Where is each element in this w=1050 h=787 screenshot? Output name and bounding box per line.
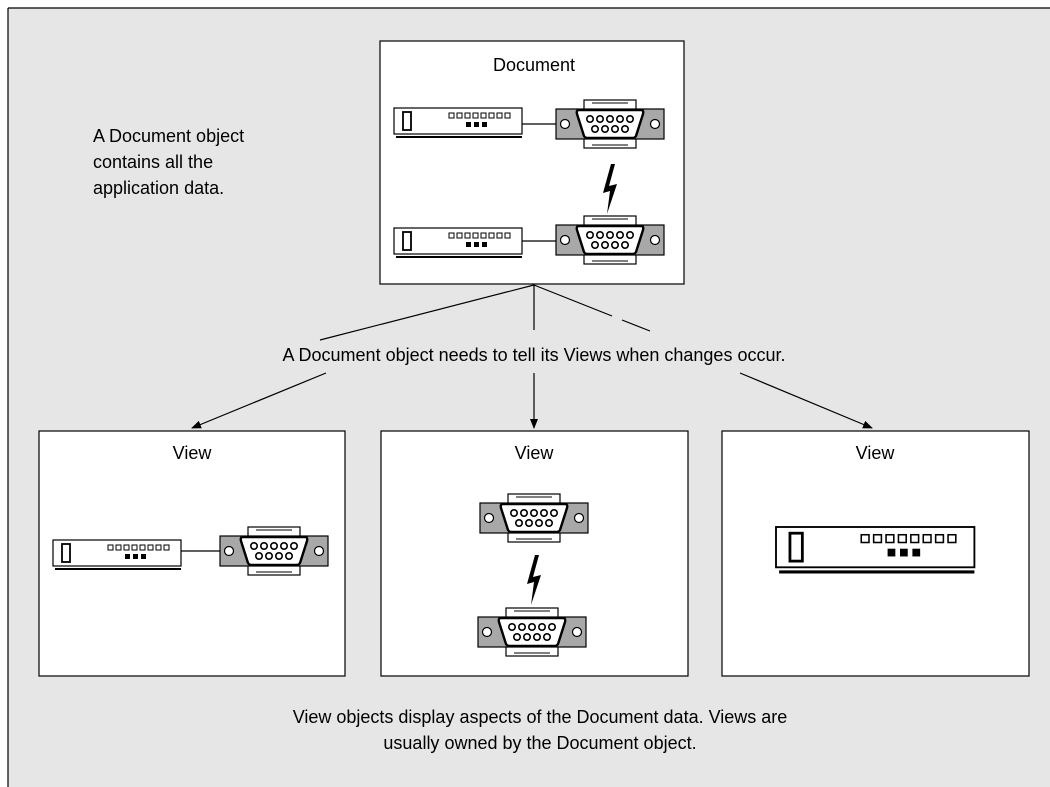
view-title: View xyxy=(856,443,896,463)
modem-icon xyxy=(774,525,976,574)
svg-text:contains all the: contains all the xyxy=(93,152,213,172)
notify-caption: A Document object needs to tell its View… xyxy=(283,345,786,365)
modem-icon xyxy=(393,227,523,258)
arrow-to-left-view xyxy=(191,372,327,429)
arrow-to-right-view xyxy=(739,372,873,429)
svg-text:application data.: application data. xyxy=(93,178,224,198)
footer-caption: View objects display aspects of the Docu… xyxy=(293,707,788,753)
view-title: View xyxy=(515,443,555,463)
document-note: A Document object contains all the appli… xyxy=(93,126,244,198)
modem-icon xyxy=(393,107,523,138)
modem-icon xyxy=(52,539,182,570)
svg-text:A Document object: A Document object xyxy=(93,126,244,146)
document-title: Document xyxy=(493,55,575,75)
view-title: View xyxy=(173,443,213,463)
svg-text:View objects display aspects o: View objects display aspects of the Docu… xyxy=(293,707,788,727)
svg-text:usually owned by the Document: usually owned by the Document object. xyxy=(383,733,696,753)
